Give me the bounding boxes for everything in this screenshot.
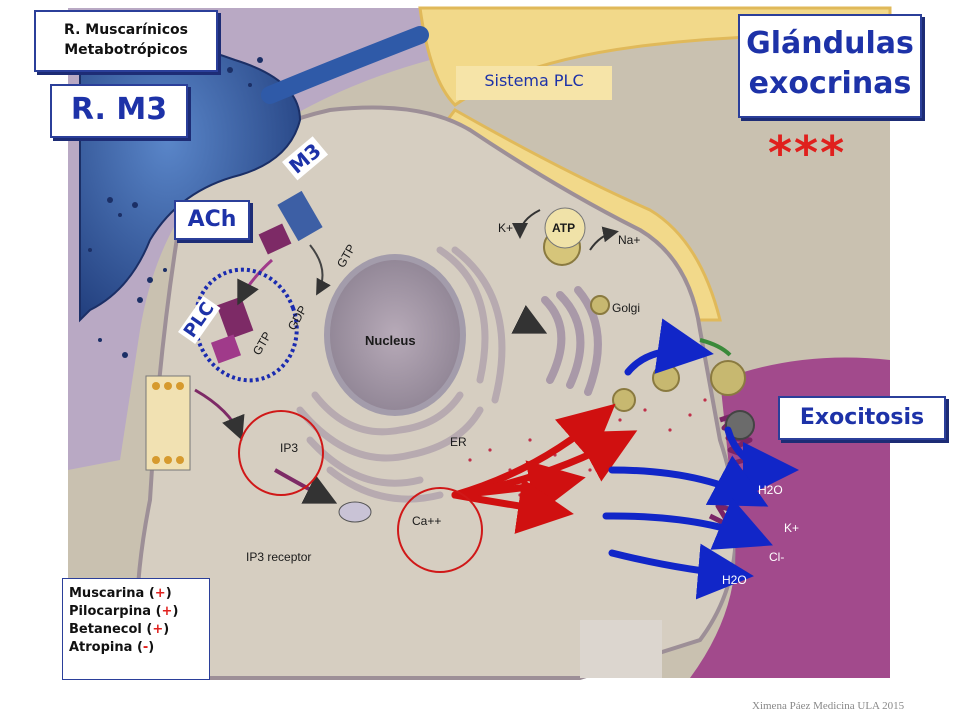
calcium-arrows <box>451 403 638 534</box>
label-er: ER <box>450 435 467 449</box>
drug-row: Atropina (-) <box>69 640 155 655</box>
receptor-family-line1: R. Muscarínicos <box>64 22 188 38</box>
ligand-box: ACh <box>174 200 250 240</box>
receptor-subtype-box: R. M3 <box>50 84 188 138</box>
ip3-receptor <box>338 501 372 523</box>
label-ip3-receptor: IP3 receptor <box>246 550 311 564</box>
label-cl-minus: Cl- <box>769 550 784 564</box>
green-arrow-1 <box>511 304 548 334</box>
label-k-plus: K+ <box>784 521 799 535</box>
drug-name: Betanecol <box>69 622 142 637</box>
nerve-axon <box>261 26 429 104</box>
nucleus <box>324 254 466 416</box>
label-h2o-2: H2O <box>722 573 747 587</box>
system-label: Sistema PLC <box>484 71 584 90</box>
drug-effect: + <box>154 586 166 601</box>
system-box: Sistema PLC <box>456 66 612 100</box>
process-box: Exocitosis <box>778 396 946 440</box>
receptor-family-box: R. Muscarínicos Metabotrópicos <box>34 10 218 72</box>
drug-effect: - <box>142 640 149 655</box>
plc-circle <box>193 267 299 383</box>
g-protein <box>258 223 292 255</box>
lipid-heads <box>152 382 184 464</box>
scale-patch <box>580 620 662 678</box>
label-na-plus: Na+ <box>618 233 640 247</box>
receptor-family-line2: Metabotrópicos <box>64 42 188 58</box>
g-protein-arrow <box>237 258 274 306</box>
drug-name: Atropina <box>69 640 133 655</box>
lipid-bilayer <box>145 375 191 471</box>
drug-row: Betanecol (+) <box>69 622 170 637</box>
plc-protein-2 <box>210 334 242 364</box>
receptor-subtype: R. M3 <box>70 92 168 127</box>
label-nucleus: Nucleus <box>365 333 416 348</box>
drug-name: Pilocarpina <box>69 604 152 619</box>
plc-protein-1 <box>216 296 254 340</box>
drug-list: Muscarina (+) Pilocarpina (+) Betanecol … <box>62 578 210 680</box>
label-golgi: Golgi <box>612 301 640 315</box>
m3-receptor <box>277 190 323 242</box>
atp-pump <box>544 207 586 249</box>
tissue-line1: Glándulas <box>746 26 914 61</box>
vesicle-dots <box>88 57 263 358</box>
tissue-line2: exocrinas <box>748 66 912 101</box>
credit-label: Ximena Páez Medicina ULA 2015 <box>752 700 905 712</box>
label-ca: Ca++ <box>412 514 441 528</box>
green-arrow-2 <box>699 338 732 357</box>
calcium-circle <box>397 487 483 573</box>
drug-name: Muscarina <box>69 586 145 601</box>
label-ip3: IP3 <box>280 441 298 455</box>
na-arrow <box>589 226 619 251</box>
process-label: Exocitosis <box>799 405 925 430</box>
golgi-apparatus <box>541 286 602 396</box>
label-atp: ATP <box>552 221 575 235</box>
drug-row: Muscarina (+) <box>69 586 172 601</box>
label-h2o-1: H2O <box>758 483 783 497</box>
pip2-arrow <box>194 388 245 441</box>
drug-effect: + <box>161 604 173 619</box>
gtp-arrow <box>309 244 331 296</box>
ligand-label: ACh <box>187 207 237 232</box>
tissue-box: Glándulas exocrinas <box>738 14 922 118</box>
drug-row: Pilocarpina (+) <box>69 604 179 619</box>
stars-label: *** <box>768 126 847 180</box>
ip3-circle <box>238 410 324 496</box>
label-k-plus-top: K+ <box>498 221 513 235</box>
drug-effect: + <box>152 622 164 637</box>
endoplasmic-reticulum <box>296 246 506 503</box>
exocytosis-arrows <box>602 318 799 600</box>
k-arrow <box>512 209 541 239</box>
